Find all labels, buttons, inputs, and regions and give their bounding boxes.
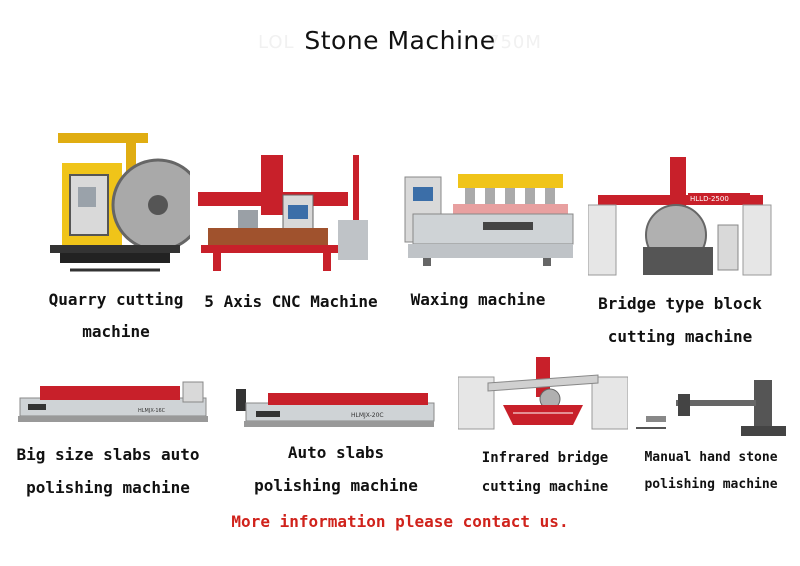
manual-hand-label-line1: Manual hand stone <box>644 450 778 465</box>
big-slabs-polishing-image[interactable]: HLMJX-16C <box>18 378 208 426</box>
bridge-block-label-line1: Bridge type block <box>598 294 762 313</box>
waxing-machine-label: Waxing machine <box>410 290 546 309</box>
cnc-machine-label: 5 Axis CNC Machine <box>204 292 378 311</box>
manual-hand-polishing-image[interactable] <box>636 378 786 440</box>
title-watermark-left: LOL <box>258 32 295 53</box>
big-slabs-label-line1: Big size slabs auto <box>16 445 200 464</box>
quarry-cutting-machine-image[interactable] <box>40 125 190 280</box>
contact-message[interactable]: More information please contact us. <box>231 512 569 531</box>
auto-slabs-label-line1: Auto slabs <box>287 443 385 462</box>
bridge-block-label-line2: cutting machine <box>607 327 753 346</box>
slab-model-text: HLMJX-16C <box>138 408 166 414</box>
manual-hand-label-line2: polishing machine <box>644 477 778 492</box>
auto-slabs-polishing-image[interactable]: HLMJX-20C <box>236 385 436 433</box>
auto-model-text: HLMJX-20C <box>351 412 384 419</box>
cnc-machine-image[interactable] <box>193 150 378 280</box>
bridge-model-text: HLLD-2500 <box>690 195 729 203</box>
waxing-machine-image[interactable] <box>403 172 575 267</box>
bridge-block-cutting-image[interactable]: HLLD-2500 <box>588 155 773 285</box>
infrared-bridge-label-line2: cutting machine <box>481 479 609 495</box>
quarry-cutting-label-line1: Quarry cutting <box>48 290 184 309</box>
big-slabs-label-line2: polishing machine <box>26 478 190 497</box>
quarry-cutting-label-line2: machine <box>82 322 150 341</box>
page-title: Stone Machine <box>304 26 496 55</box>
auto-slabs-label-line2: polishing machine <box>254 476 418 495</box>
infrared-bridge-label-line1: Infrared bridge <box>481 450 609 466</box>
title-watermark-right: 750M <box>488 32 542 53</box>
infrared-bridge-cutting-image[interactable] <box>458 355 628 435</box>
